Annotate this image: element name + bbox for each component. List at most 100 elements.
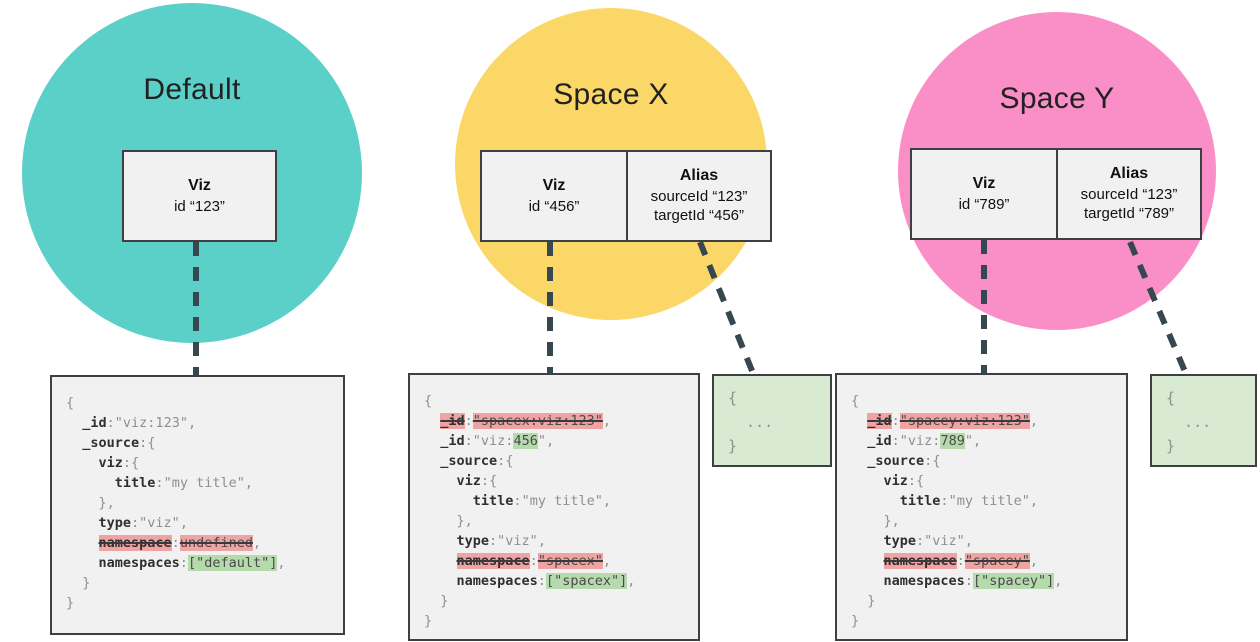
code-line: title:"my title", — [424, 491, 684, 511]
code-segment: , — [1029, 553, 1038, 569]
code-line: namespaces:["spacex"], — [424, 571, 684, 591]
code-line: }, — [424, 511, 684, 531]
code-segment: namespaces — [98, 555, 180, 571]
code-segment: : — [916, 533, 925, 549]
code-line: namespace:"spacey", — [851, 551, 1112, 571]
code-line: type:"viz", — [66, 513, 329, 533]
code-segment: : — [513, 493, 522, 509]
code-segment: "my title" — [521, 493, 603, 509]
code-segment: } — [867, 593, 876, 609]
code-segment — [424, 453, 440, 469]
code-segment: : — [489, 533, 498, 549]
code-segment: : — [956, 553, 965, 569]
code-line: } — [851, 611, 1112, 631]
code-segment — [851, 593, 867, 609]
code-segment: _id — [440, 413, 465, 429]
viz-box-id: id “789” — [958, 195, 1010, 213]
code-segment: : — [139, 435, 148, 451]
alias-box-spacex: Alias sourceId “123” targetId “456” — [626, 150, 772, 242]
code-segment: : — [891, 413, 900, 429]
code-segment: } — [440, 593, 449, 609]
code-segment: "spacex" — [537, 553, 603, 569]
code-line: { — [851, 391, 1112, 411]
code-segment: type — [98, 515, 132, 531]
code-line: } — [66, 573, 329, 593]
code-segment — [424, 533, 457, 549]
code-segment: _source — [440, 453, 498, 469]
alias-doc-spacex: { ...} — [712, 374, 832, 467]
code-segment: namespace — [98, 535, 172, 551]
code-segment: : — [171, 535, 180, 551]
code-line: _id:"spacex:viz:123", — [424, 411, 684, 431]
code-line: { — [728, 389, 738, 407]
code-segment: namespaces — [883, 573, 965, 589]
code-segment: : — [907, 473, 917, 489]
code-segment: }, — [98, 495, 115, 511]
code-line: } — [728, 437, 738, 455]
code-segment: { — [489, 473, 498, 489]
alias-box-spacey: Alias sourceId “123” targetId “789” — [1056, 148, 1202, 240]
code-segment: undefined — [179, 535, 253, 551]
viz-box-title: Viz — [188, 176, 211, 194]
code-segment: , — [537, 533, 546, 549]
code-segment: }, — [883, 513, 900, 529]
code-segment: namespace — [883, 553, 957, 569]
code-segment — [851, 493, 900, 509]
code-segment: : — [131, 515, 140, 531]
code-segment: "my title" — [163, 475, 245, 491]
code-segment: "spacex:viz:123" — [472, 413, 603, 429]
code-segment: "viz: — [472, 433, 514, 449]
code-segment: "spacey:viz:123" — [899, 413, 1030, 429]
code-segment: _id — [82, 415, 107, 431]
code-segment: : — [106, 415, 115, 431]
code-segment: } — [851, 613, 860, 629]
code-line: } — [851, 591, 1112, 611]
code-segment — [851, 553, 884, 569]
code-segment: { — [147, 435, 156, 451]
code-segment: namespace — [456, 553, 530, 569]
code-segment: "spacey" — [964, 553, 1030, 569]
code-line: viz:{ — [424, 471, 684, 491]
code-segment: "viz:123" — [114, 415, 188, 431]
code-segment — [424, 593, 440, 609]
viz-box-spacex: Viz id “456” — [480, 150, 628, 242]
code-segment: ["default"] — [187, 555, 278, 571]
code-line: } — [66, 593, 329, 613]
code-segment — [424, 553, 457, 569]
code-line: type:"viz", — [851, 531, 1112, 551]
code-segment: } — [82, 575, 91, 591]
code-segment — [851, 453, 867, 469]
code-segment: , — [179, 515, 188, 531]
code-segment: ["spacey"] — [972, 573, 1055, 589]
code-segment: type — [883, 533, 917, 549]
viz-box-title: Viz — [972, 174, 996, 192]
code-line: { — [66, 393, 329, 413]
space-label-space-y: Space Y — [999, 82, 1115, 115]
code-segment: { — [424, 393, 433, 409]
code-segment: { — [131, 455, 140, 471]
code-segment: , — [602, 553, 611, 569]
code-segment: , — [1054, 573, 1063, 589]
code-segment: "viz: — [899, 433, 941, 449]
code-segment: { — [916, 473, 925, 489]
code-line: } — [424, 611, 684, 631]
code-segment — [66, 455, 99, 471]
saved-object-doc-spacex: { _id:"spacex:viz:123", _id:"viz:456", _… — [408, 373, 700, 641]
code-segment — [851, 433, 867, 449]
code-line: } — [1166, 437, 1176, 455]
code-segment — [66, 415, 82, 431]
code-line: title:"my title", — [851, 491, 1112, 511]
code-segment: , — [252, 535, 262, 551]
code-segment: title — [114, 475, 156, 491]
code-segment: { — [851, 393, 860, 409]
code-segment — [851, 573, 884, 589]
code-line: }, — [851, 511, 1112, 531]
code-segment: _source — [867, 453, 925, 469]
code-segment: _id — [867, 413, 892, 429]
code-segment: , — [277, 555, 286, 571]
code-line: _source:{ — [424, 451, 684, 471]
code-segment: : — [480, 473, 490, 489]
code-line: _source:{ — [851, 451, 1112, 471]
code-segment: { — [66, 395, 75, 411]
